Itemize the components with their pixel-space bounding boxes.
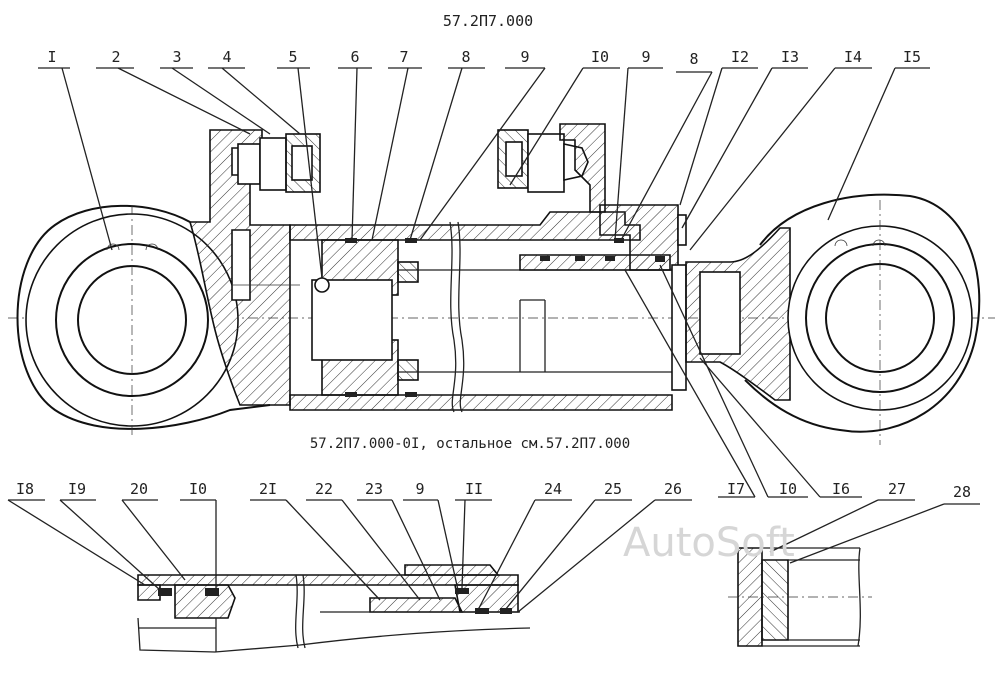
drawing-title: 57.2П7.000 xyxy=(443,12,533,30)
callout-17: I7 xyxy=(727,480,745,498)
callout-8b: 8 xyxy=(689,50,698,68)
callout-10: I0 xyxy=(591,48,609,66)
callout-3: 3 xyxy=(172,48,181,66)
callout-10-mid: I0 xyxy=(779,480,797,498)
piston xyxy=(311,238,419,397)
cylinder-main-view xyxy=(8,123,995,445)
callout-6: 6 xyxy=(350,48,359,66)
callouts-bottom: I8 I9 20 I0 2I 22 23 9 II 24 25 26 27 28 xyxy=(7,480,980,613)
callout-14: I4 xyxy=(844,48,862,66)
callout-16: I6 xyxy=(832,480,850,498)
callout-7: 7 xyxy=(399,48,408,66)
callout-8: 8 xyxy=(461,48,470,66)
callouts-mid: I7 I0 I6 xyxy=(624,264,862,498)
callout-1: I xyxy=(47,48,56,66)
watermark: AutoSoft xyxy=(623,520,795,566)
callout-19: I9 xyxy=(68,480,86,498)
left-eye xyxy=(16,204,271,435)
callout-18: I8 xyxy=(16,480,34,498)
callout-4: 4 xyxy=(222,48,231,66)
callout-2: 2 xyxy=(111,48,120,66)
callout-9-bottom: 9 xyxy=(415,480,424,498)
callout-21: 2I xyxy=(259,480,277,498)
callouts-top: I 2 3 4 5 6 7 8 9 I0 9 8 I2 I3 I4 I5 xyxy=(47,48,921,68)
piston-rod xyxy=(398,269,672,373)
callout-20: 20 xyxy=(130,480,148,498)
right-port-fitting xyxy=(497,123,606,213)
leader-lines-top xyxy=(38,67,930,279)
detail-view-bottom xyxy=(137,564,531,653)
callout-5: 5 xyxy=(288,48,297,66)
callout-22: 22 xyxy=(315,480,333,498)
callout-9b: 9 xyxy=(641,48,650,66)
left-port-fitting xyxy=(237,133,321,193)
callout-12: I2 xyxy=(731,48,749,66)
drawing-subtitle: 57.2П7.000-0I, остальное см.57.2П7.000 xyxy=(310,436,630,452)
callout-27: 27 xyxy=(888,480,906,498)
callout-26: 26 xyxy=(664,480,682,498)
callout-9: 9 xyxy=(520,48,529,66)
callout-28: 28 xyxy=(953,483,971,501)
callout-13: I3 xyxy=(781,48,799,66)
callout-11: II xyxy=(465,480,483,498)
callout-10-bottom: I0 xyxy=(189,480,207,498)
callout-23: 23 xyxy=(365,480,383,498)
callout-15: I5 xyxy=(903,48,921,66)
callout-25: 25 xyxy=(604,480,622,498)
callout-24: 24 xyxy=(544,480,562,498)
right-eye xyxy=(685,193,981,445)
detail-view-27-28 xyxy=(728,547,872,647)
